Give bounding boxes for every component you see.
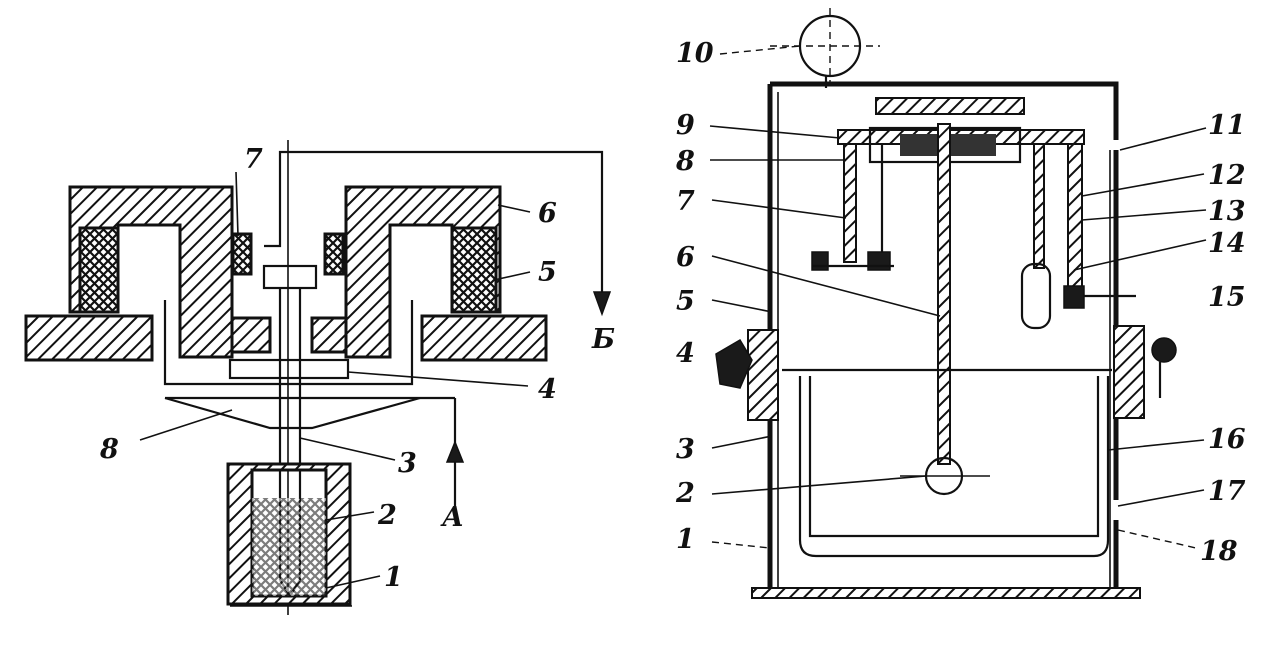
label-a-4: 4 bbox=[538, 374, 557, 405]
label-b-4: 4 bbox=[676, 338, 695, 369]
leader-b-6 bbox=[711, 255, 941, 317]
label-a-7: 7 bbox=[244, 144, 263, 175]
label-b-8: 8 bbox=[675, 146, 695, 177]
melt bbox=[252, 498, 326, 596]
leader-b-1 bbox=[711, 541, 771, 549]
leader-3 bbox=[299, 437, 396, 461]
side-clamp-left bbox=[747, 329, 779, 421]
leader-b-14 bbox=[1073, 239, 1207, 271]
label-b-1: 1 bbox=[676, 524, 695, 555]
inlet-arrow-icon bbox=[445, 439, 465, 463]
leader-b-12 bbox=[1081, 173, 1205, 197]
leader-b-9 bbox=[709, 125, 841, 139]
leader-b-16 bbox=[1107, 439, 1205, 451]
clamp-screw-right bbox=[1151, 337, 1177, 363]
label-b-10: 10 bbox=[676, 38, 714, 69]
inner-pole-right bbox=[310, 316, 348, 354]
hanger-right-outer bbox=[1067, 143, 1083, 295]
outlet-line bbox=[264, 150, 604, 310]
label-b-13: 13 bbox=[1208, 196, 1246, 227]
label-b-17: 17 bbox=[1208, 476, 1246, 507]
cup-walls bbox=[163, 300, 414, 386]
small-coil-left bbox=[231, 232, 253, 276]
side-clamp-right bbox=[1113, 325, 1145, 419]
vessel-inner bbox=[808, 376, 1100, 538]
base-plate bbox=[751, 587, 1141, 599]
label-b-14: 14 bbox=[1208, 228, 1246, 259]
label-flow-in: А bbox=[440, 502, 464, 533]
label-b-15: 15 bbox=[1208, 282, 1246, 313]
hanger-left bbox=[843, 143, 857, 263]
clamp-screw-left bbox=[715, 338, 753, 389]
leader-8 bbox=[139, 409, 233, 441]
bolt-head bbox=[262, 264, 318, 290]
label-flow-out: Б bbox=[591, 324, 615, 355]
leader-b-18 bbox=[1117, 529, 1197, 549]
label-b-16: 16 bbox=[1208, 424, 1246, 455]
label-b-5: 5 bbox=[676, 286, 695, 317]
outlet-arrow-icon bbox=[592, 291, 612, 317]
leader-b-13 bbox=[1081, 209, 1207, 221]
leader-6 bbox=[497, 204, 531, 213]
leader-b-11 bbox=[1119, 127, 1207, 151]
label-b-6: 6 bbox=[676, 242, 695, 273]
leader-b-10 bbox=[719, 45, 801, 55]
label-b-9: 9 bbox=[676, 110, 695, 141]
clamp-nut bbox=[1063, 285, 1085, 309]
leader-b-17 bbox=[1117, 489, 1205, 507]
lid-block bbox=[875, 97, 1025, 115]
coil-left bbox=[78, 226, 120, 314]
leader-b-5 bbox=[711, 299, 773, 313]
vessel-outer bbox=[798, 376, 1110, 558]
leader-1 bbox=[325, 575, 381, 589]
leader-b-7 bbox=[711, 199, 847, 219]
label-a-6: 6 bbox=[538, 198, 557, 229]
leader-4 bbox=[347, 371, 529, 387]
leader-b-3 bbox=[711, 435, 773, 449]
hanger-right-inner bbox=[1033, 143, 1045, 269]
coil-right bbox=[450, 226, 498, 314]
leader-7 bbox=[235, 171, 239, 237]
cup-funnel bbox=[164, 396, 421, 430]
pole-plate-left bbox=[24, 314, 154, 362]
label-b-18: 18 bbox=[1200, 536, 1238, 567]
label-a-1: 1 bbox=[384, 562, 403, 593]
label-b-11: 11 bbox=[1208, 110, 1246, 141]
small-coil-right bbox=[323, 232, 345, 276]
label-a-3: 3 bbox=[398, 448, 417, 479]
leader-b-2 bbox=[711, 475, 927, 495]
label-b-12: 12 bbox=[1208, 160, 1246, 191]
label-b-7: 7 bbox=[676, 186, 695, 217]
inner-pole-left bbox=[230, 316, 272, 354]
left-diagram: 7 6 5 4 3 2 1 8 А Б bbox=[24, 140, 615, 615]
housing-top bbox=[770, 81, 1119, 140]
leader-5 bbox=[493, 271, 531, 281]
leader-2 bbox=[325, 511, 375, 521]
label-a-5: 5 bbox=[538, 257, 557, 288]
label-b-3: 3 bbox=[676, 434, 695, 465]
right-diagram: 10 9 8 7 6 5 4 3 2 1 11 12 13 14 15 16 1… bbox=[675, 8, 1246, 599]
label-b-2: 2 bbox=[675, 478, 695, 509]
pole-plate-right bbox=[420, 314, 548, 362]
thermometer-stem bbox=[937, 123, 951, 465]
sample-holder bbox=[1020, 262, 1052, 330]
label-a-2: 2 bbox=[377, 500, 397, 531]
label-a-8: 8 bbox=[99, 434, 119, 465]
armature bbox=[228, 358, 350, 380]
